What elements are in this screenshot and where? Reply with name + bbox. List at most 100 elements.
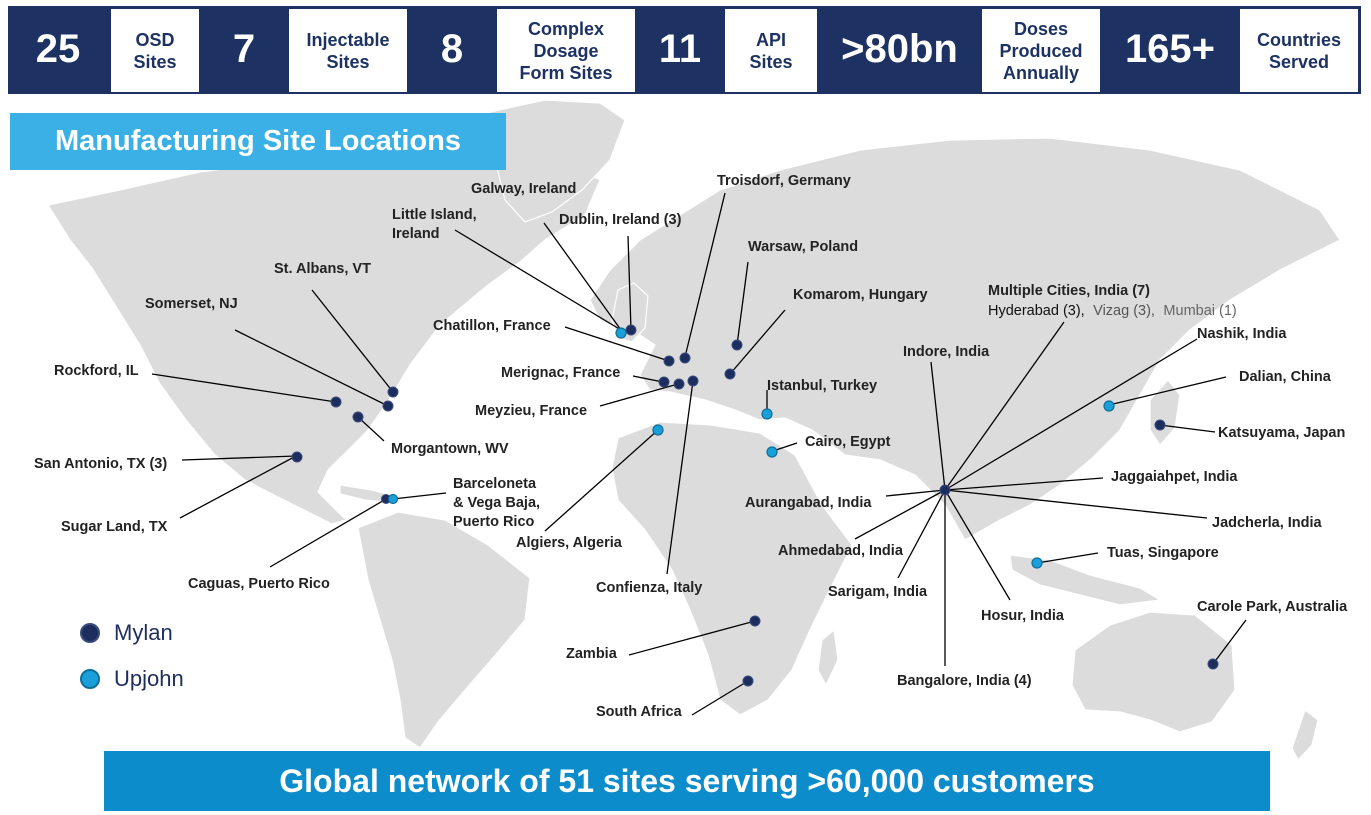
marker-san-antonio[interactable] [291, 451, 303, 463]
marker-little-island[interactable] [615, 327, 627, 339]
label-dublin: Dublin, Ireland (3) [559, 212, 682, 228]
marker-zambia[interactable] [749, 615, 761, 627]
label-troisdorf: Troisdorf, Germany [717, 173, 851, 189]
marker-india-hub[interactable] [939, 484, 951, 496]
stat-osd-label: OSD Sites [111, 9, 199, 92]
label-komarom: Komarom, Hungary [793, 287, 928, 303]
label-little-island-2: Ireland [392, 226, 440, 242]
label-jaggaiahpet: Jaggaiahpet, India [1111, 469, 1238, 485]
marker-chatillon[interactable] [663, 355, 675, 367]
footer-banner: Global network of 51 sites serving >60,0… [104, 751, 1270, 811]
land-new-zealand [1291, 709, 1319, 762]
marker-merignac[interactable] [658, 376, 670, 388]
label-little-island: Little Island, [392, 207, 477, 223]
label-chatillon: Chatillon, France [433, 318, 551, 334]
label-jadcherla: Jadcherla, India [1212, 515, 1323, 531]
label-carole-park: Carole Park, Australia [1197, 599, 1348, 615]
label-katsuyama: Katsuyama, Japan [1218, 425, 1345, 441]
marker-meyzieu[interactable] [673, 378, 685, 390]
marker-istanbul[interactable] [761, 408, 773, 420]
label-st-albans: St. Albans, VT [274, 261, 371, 277]
stat-countries-label: Countries Served [1240, 9, 1358, 92]
label-tuas: Tuas, Singapore [1107, 545, 1219, 561]
stat-countries-value: 165+ [1124, 26, 1216, 71]
site-markers [291, 324, 1219, 687]
marker-dublin[interactable] [625, 324, 637, 336]
label-multiple-india: Multiple Cities, India (7) [988, 283, 1150, 299]
land-greenland [489, 99, 626, 223]
label-galway: Galway, Ireland [471, 181, 576, 197]
legend-label-mylan: Mylan [114, 620, 173, 645]
label-algiers: Algiers, Algeria [516, 535, 623, 551]
stat-doses-value: >80bn [841, 26, 958, 71]
marker-south-africa[interactable] [742, 675, 754, 687]
land-africa [611, 421, 853, 716]
label-warsaw: Warsaw, Poland [748, 239, 858, 255]
label-dalian: Dalian, China [1239, 369, 1332, 385]
marker-st-albans[interactable] [387, 386, 399, 398]
label-san-antonio: San Antonio, TX (3) [34, 456, 167, 472]
label-hosur: Hosur, India [981, 608, 1065, 624]
label-morgantown: Morgantown, WV [391, 441, 509, 457]
marker-somerset[interactable] [382, 400, 394, 412]
upjohn-dot-icon [80, 669, 100, 689]
label-barceloneta: Barceloneta [453, 476, 537, 492]
label-south-africa: South Africa [596, 704, 683, 720]
label-ahmedabad: Ahmedabad, India [778, 543, 904, 559]
stat-osd-value: 25 [35, 26, 81, 71]
stat-complex-label: Complex Dosage Form Sites [497, 9, 635, 92]
marker-algiers[interactable] [652, 424, 664, 436]
label-zambia: Zambia [566, 646, 618, 662]
marker-confienza[interactable] [687, 375, 699, 387]
stat-api-label: API Sites [725, 9, 817, 92]
marker-carole-park[interactable] [1207, 658, 1219, 670]
label-cairo: Cairo, Egypt [805, 434, 891, 450]
land-eurasia [589, 137, 1341, 541]
label-rockford: Rockford, IL [54, 363, 139, 379]
stat-doses-label: Doses Produced Annually [982, 9, 1100, 92]
label-istanbul: Istanbul, Turkey [767, 378, 877, 394]
legend-item-upjohn: Upjohn [80, 656, 184, 702]
marker-troisdorf[interactable] [679, 352, 691, 364]
marker-komarom[interactable] [724, 368, 736, 380]
label-multiple-india-detail: Hyderabad (3), Vizag (3), Mumbai (1) [988, 302, 1237, 319]
label-barceloneta-2: & Vega Baja, [453, 495, 540, 511]
marker-warsaw[interactable] [731, 339, 743, 351]
legend: Mylan Upjohn [80, 610, 184, 702]
leader-lines [151, 192, 1247, 716]
label-meyzieu: Meyzieu, France [475, 403, 587, 419]
stat-api-value: 11 [658, 26, 702, 71]
marker-tuas[interactable] [1031, 557, 1043, 569]
label-sugar-land: Sugar Land, TX [61, 519, 168, 535]
marker-cairo[interactable] [766, 446, 778, 458]
marker-morgantown[interactable] [352, 411, 364, 423]
stats-banner [8, 6, 1361, 94]
label-somerset: Somerset, NJ [145, 296, 238, 312]
legend-item-mylan: Mylan [80, 610, 184, 656]
stat-complex-value: 8 [440, 26, 464, 71]
land-australia [1071, 611, 1236, 733]
legend-label-upjohn: Upjohn [114, 666, 184, 691]
stat-injectable-value: 7 [232, 26, 256, 71]
stat-injectable-label: Injectable Sites [289, 9, 407, 92]
label-aurangabad: Aurangabad, India [745, 495, 872, 511]
marker-barceloneta[interactable] [387, 493, 399, 505]
land-indonesia [1009, 554, 1162, 606]
label-merignac: Merignac, France [501, 365, 620, 381]
label-barceloneta-3: Puerto Rico [453, 514, 535, 530]
section-title: Manufacturing Site Locations [10, 113, 506, 170]
landmasses [47, 99, 1341, 762]
marker-katsuyama[interactable] [1154, 419, 1166, 431]
marker-dalian[interactable] [1103, 400, 1115, 412]
mylan-dot-icon [80, 623, 100, 643]
site-labels: Galway, Ireland Little Island, Ireland D… [34, 173, 1348, 720]
marker-rockford[interactable] [330, 396, 342, 408]
label-nashik: Nashik, India [1197, 326, 1287, 342]
label-caguas: Caguas, Puerto Rico [188, 576, 330, 592]
label-bangalore: Bangalore, India (4) [897, 673, 1032, 689]
land-south-america [357, 511, 531, 749]
label-sarigam: Sarigam, India [828, 584, 928, 600]
land-madagascar [817, 628, 839, 687]
label-confienza: Confienza, Italy [596, 580, 702, 596]
